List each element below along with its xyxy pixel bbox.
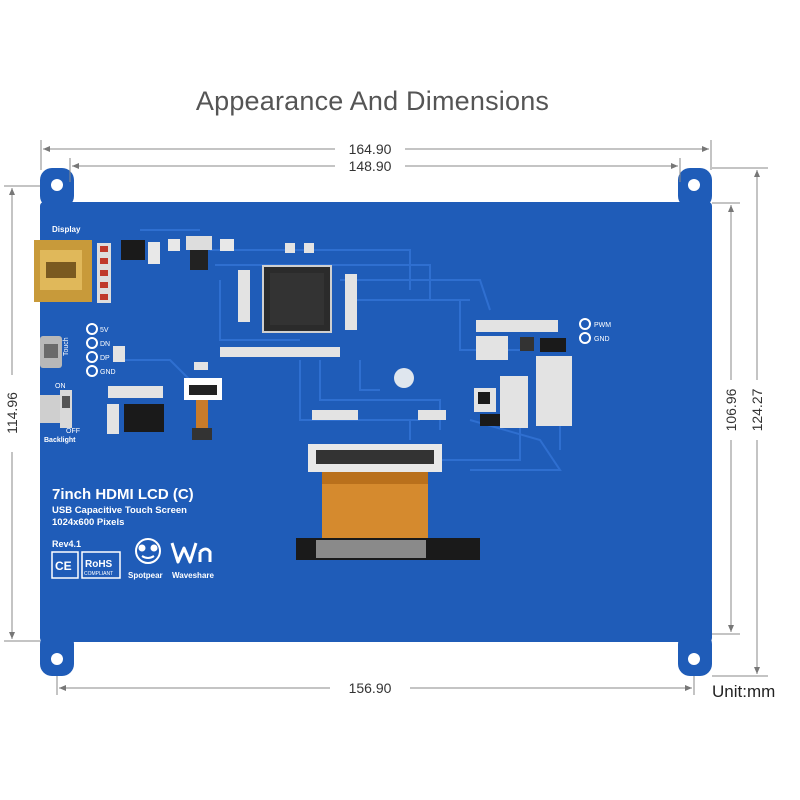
ic-chip — [124, 404, 164, 432]
product-name: 7inch HDMI LCD (C) — [52, 486, 194, 503]
board-body — [40, 202, 712, 642]
brand-waveshare: Waveshare — [172, 571, 215, 580]
smd-row — [220, 347, 340, 357]
pin-dp-label: DP — [100, 355, 110, 362]
ce-mark-box — [51, 551, 79, 579]
regulator-chip — [190, 250, 208, 270]
dim-overall-width: 164.90 — [349, 141, 392, 157]
rohs-mark-box — [81, 551, 121, 579]
mount-hole — [51, 653, 63, 665]
gnd-label: GND — [594, 336, 610, 343]
switch-on-label: ON — [55, 383, 66, 390]
dim-right-overall-height: 124.27 — [749, 388, 765, 431]
dim-right-inner-height: 106.96 — [723, 388, 739, 431]
rohs-mark: RoHS — [85, 559, 113, 570]
test-pad — [394, 368, 414, 388]
product-resolution: 1024x600 Pixels — [52, 517, 124, 528]
brand-spotpear: Spotpear — [128, 571, 163, 580]
ce-mark: CE — [55, 559, 72, 573]
page-title: Appearance And Dimensions — [195, 86, 550, 116]
touch-pins: 5V DN DP GND — [86, 323, 116, 377]
dim-hole-spacing-bottom: 156.90 — [349, 680, 392, 696]
switch-off-label: OFF — [66, 428, 80, 435]
touch-label: Touch — [63, 337, 70, 356]
ic-chip — [121, 240, 145, 260]
pin-dn-label: DN — [100, 341, 110, 348]
pin-5v-label: 5V — [100, 327, 109, 334]
unit-label: Unit:mm — [712, 682, 776, 701]
pwm-label: PWM — [594, 322, 611, 329]
backlight-label: Backlight — [44, 437, 76, 444]
dim-hole-spacing-top: 148.90 — [349, 158, 392, 174]
revision-label: Rev4.1 — [52, 539, 81, 549]
mount-hole — [688, 653, 700, 665]
dimension-lines — [4, 140, 768, 695]
product-subtitle: USB Capacitive Touch Screen — [52, 505, 187, 516]
waveshare-logo — [170, 542, 212, 564]
dim-left-height: 114.96 — [4, 392, 20, 434]
lcd-board: Display Touch 5V — [34, 168, 712, 676]
spotpear-logo — [135, 538, 161, 564]
mount-hole — [51, 179, 63, 191]
rohs-sub: COMPLIANT — [84, 571, 113, 577]
pin-gnd-label: GND — [100, 369, 116, 376]
display-label: Display — [52, 225, 81, 234]
mount-hole — [688, 179, 700, 191]
